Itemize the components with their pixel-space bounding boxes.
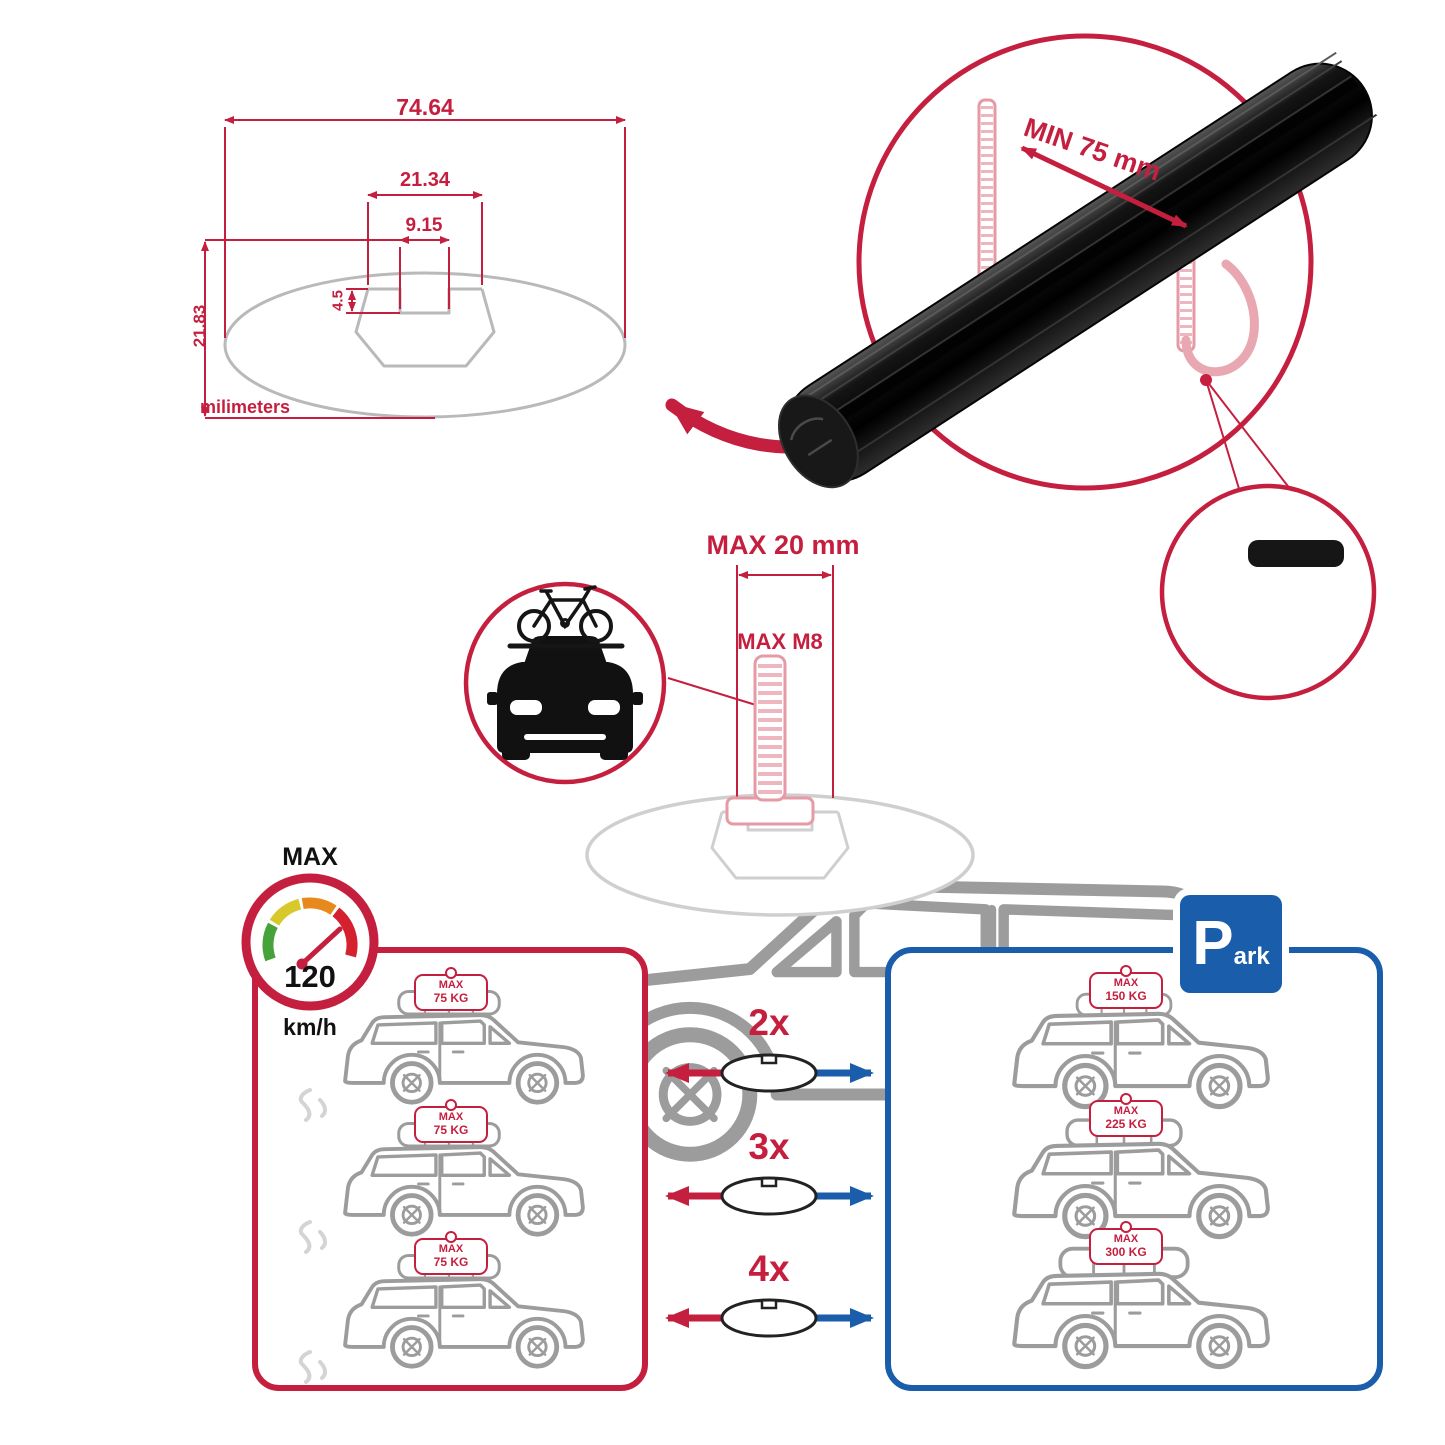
t-slot-nut xyxy=(725,796,815,826)
load-tag: MAX 300 KG xyxy=(1089,1220,1163,1266)
load-tag-max: MAX xyxy=(438,1111,464,1123)
load-tag-max: MAX xyxy=(438,1243,464,1255)
dimension-slot-width: 9.15 xyxy=(405,215,443,236)
profile-channel xyxy=(354,287,496,368)
multiplier-2x: 2x xyxy=(748,1002,790,1043)
park-sign-ark: ark xyxy=(1233,943,1270,970)
cross-section-dimension-diagram xyxy=(201,116,627,419)
speed-unit: km/h xyxy=(283,1014,337,1040)
load-tag-weight: 150 KG xyxy=(1105,988,1147,1003)
speed-value: 120 xyxy=(284,959,336,994)
load-tag-weight: 75 KG xyxy=(433,990,469,1005)
load-tag: MAX 75 KG xyxy=(414,966,488,1012)
crossbar-3d xyxy=(777,51,1378,489)
dimension-lines xyxy=(201,116,626,419)
bolt-detail xyxy=(585,565,975,917)
speedometer-icon xyxy=(241,873,379,1011)
load-tag-weight: 225 KG xyxy=(1105,1116,1147,1131)
load-tag-weight: 75 KG xyxy=(433,1254,469,1269)
park-sign-p: P xyxy=(1192,909,1234,978)
bolt-max-length-label: MAX 20 mm xyxy=(706,530,860,560)
roof-box-icon xyxy=(1248,540,1344,567)
bike-on-car-circle xyxy=(463,581,667,785)
load-tag-max: MAX xyxy=(438,979,464,991)
multiplier-row-graphics xyxy=(665,1053,874,1338)
u-bolt-clamp xyxy=(977,98,1259,386)
load-tag: MAX 225 KG xyxy=(1089,1092,1163,1138)
callout-lines-suv xyxy=(1205,379,1298,499)
load-tag: MAX 75 KG xyxy=(414,1098,488,1144)
park-sign: P ark xyxy=(1180,895,1282,993)
profile-ellipse xyxy=(223,271,627,419)
dimension-units-label: milimeters xyxy=(200,397,291,417)
dimension-outer-width: 74.64 xyxy=(396,94,454,120)
crossbar-end-cap xyxy=(777,394,859,489)
suv-roofbox-circle xyxy=(550,483,1377,1154)
load-tag: MAX 75 KG xyxy=(414,1230,488,1276)
load-tag: MAX 150 KG xyxy=(1089,964,1163,1010)
load-tag-max: MAX xyxy=(1113,1233,1139,1245)
load-tag-weight: 75 KG xyxy=(433,1122,469,1137)
load-tag-max: MAX xyxy=(1113,977,1139,989)
multiplier-4x: 4x xyxy=(748,1248,790,1289)
dimension-height: 21.83 xyxy=(190,304,209,348)
dimension-channel-width: 21.34 xyxy=(399,169,451,191)
multiplier-3x: 3x xyxy=(748,1126,790,1167)
min-clearance-arrow xyxy=(1020,145,1188,229)
car-front-silhouette xyxy=(487,636,643,760)
load-tag-weight: 300 KG xyxy=(1105,1244,1147,1259)
parked-cars xyxy=(1014,990,1268,1367)
speed-max-label: MAX xyxy=(282,843,338,871)
dimension-slot-depth: 4.5 xyxy=(329,290,347,311)
bolt-max-thread-label: MAX M8 xyxy=(737,629,823,654)
load-tag-max: MAX xyxy=(1113,1105,1139,1117)
bolt-dimension-lines xyxy=(736,565,834,798)
bicycle-icon xyxy=(507,585,625,649)
